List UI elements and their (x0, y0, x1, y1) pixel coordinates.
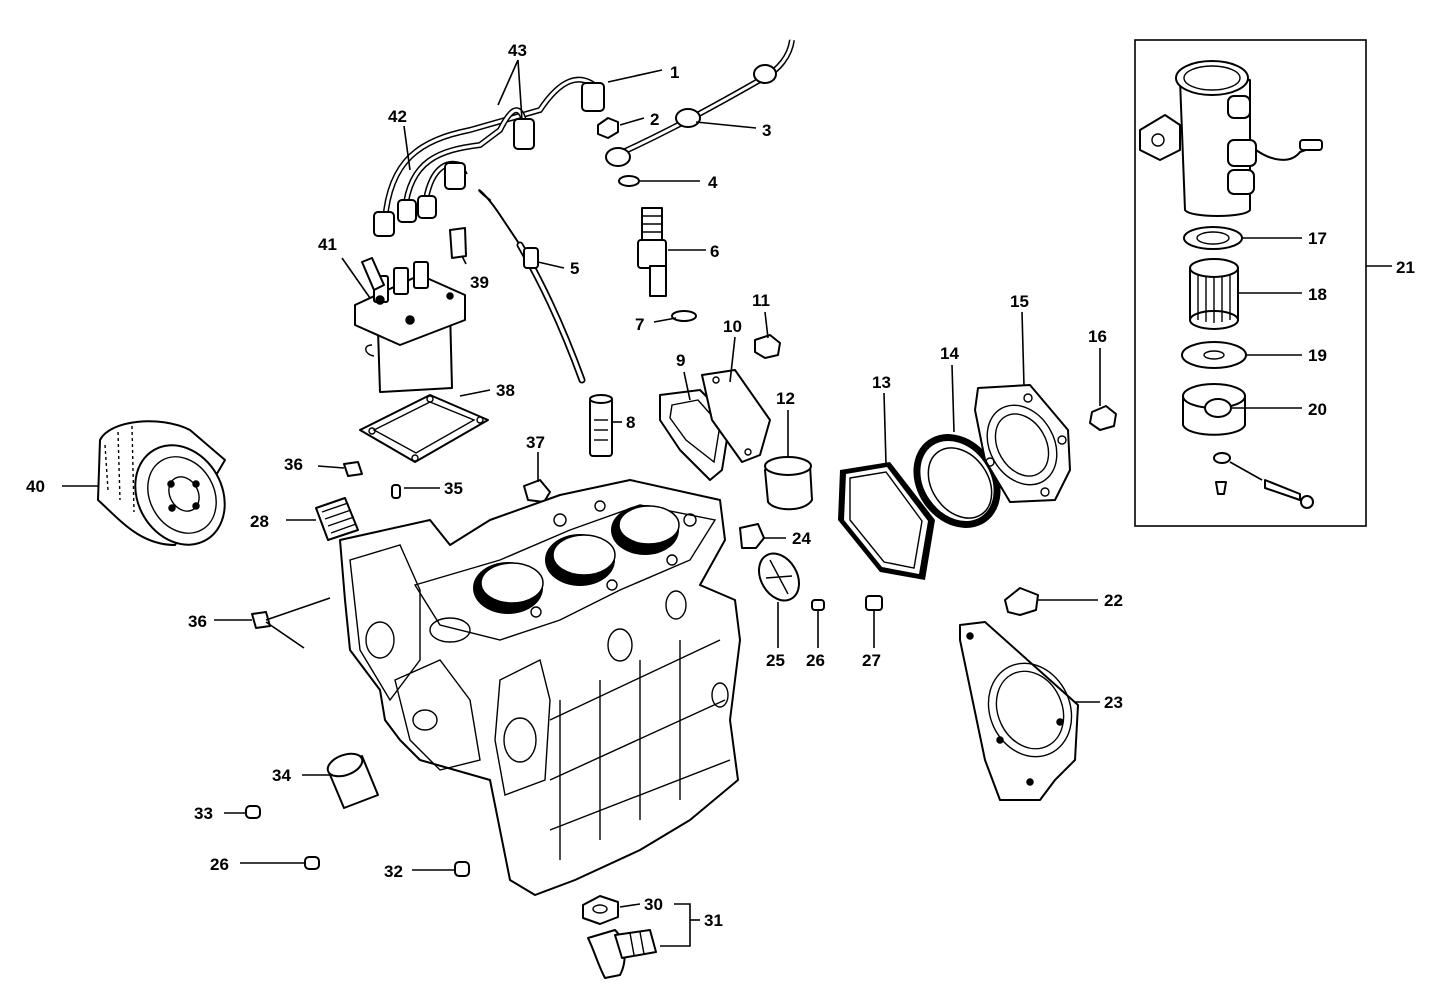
callout-labels: 1 2 3 4 5 6 7 8 9 10 11 12 13 14 15 16 1… (26, 41, 1415, 930)
callout-37: 37 (526, 433, 545, 452)
elbow-31 (587, 929, 657, 979)
callout-17: 17 (1308, 229, 1327, 248)
leader-lines (62, 59, 1392, 947)
callout-5: 5 (570, 259, 579, 278)
cover-plate-23 (959, 621, 1079, 801)
gasket-9-inner (669, 399, 721, 464)
filter-element-18 (1189, 258, 1239, 330)
cylinder-block (339, 479, 741, 896)
callout-36a: 36 (284, 455, 303, 474)
oil-filter-40 (97, 420, 226, 546)
filter-cover-20 (1182, 383, 1246, 436)
callout-8: 8 (626, 413, 635, 432)
callout-24: 24 (792, 529, 811, 548)
callout-40: 40 (26, 477, 45, 496)
callout-13: 13 (872, 373, 891, 392)
callout-7: 7 (635, 315, 644, 334)
callout-3: 3 (762, 121, 771, 140)
callout-18: 18 (1308, 285, 1327, 304)
injection-pump (354, 257, 466, 393)
callout-22: 22 (1104, 591, 1123, 610)
callout-25: 25 (766, 651, 785, 670)
plug-24 (739, 523, 765, 549)
callout-23: 23 (1104, 693, 1123, 712)
callout-42: 42 (388, 107, 407, 126)
washer-7 (671, 310, 697, 322)
callout-39: 39 (470, 273, 489, 292)
bolt-39 (449, 227, 467, 259)
callout-10: 10 (723, 317, 742, 336)
plug-26a (811, 599, 825, 611)
injector-nozzle (637, 207, 667, 297)
dipstick (478, 189, 586, 384)
plug-37 (523, 479, 551, 503)
callout-43: 43 (508, 41, 527, 60)
plug-35 (391, 484, 401, 499)
plug-32 (454, 861, 470, 877)
bolt-11 (754, 334, 781, 359)
callout-19: 19 (1308, 346, 1327, 365)
callout-28: 28 (250, 512, 269, 531)
fuel-pump-small-parts (1213, 452, 1314, 509)
callout-38: 38 (496, 381, 515, 400)
callout-12: 12 (776, 389, 795, 408)
gasket-38 (359, 394, 489, 463)
callout-15: 15 (1010, 292, 1029, 311)
nut-2 (597, 117, 619, 139)
gasket-19 (1181, 341, 1247, 369)
callout-20: 20 (1308, 400, 1327, 419)
callout-35: 35 (444, 479, 463, 498)
callout-36b: 36 (188, 612, 207, 631)
oil-seal-14 (913, 434, 1001, 528)
callout-11: 11 (752, 291, 770, 310)
cover-10 (701, 369, 771, 463)
callout-33: 33 (194, 804, 213, 823)
callout-31: 31 (704, 911, 723, 930)
seal-retainer-15 (974, 384, 1071, 503)
callout-32: 32 (384, 862, 403, 881)
callout-2: 2 (650, 110, 659, 129)
callout-34: 34 (272, 766, 291, 785)
callout-6: 6 (710, 242, 719, 261)
bolt-16 (1089, 405, 1117, 431)
gasket-17 (1183, 226, 1243, 250)
injection-pipes (373, 76, 605, 237)
plug-25 (758, 552, 800, 602)
callout-9: 9 (676, 351, 685, 370)
callout-26b: 26 (210, 855, 229, 874)
plug-27 (865, 595, 883, 611)
washer-4 (618, 175, 640, 187)
callout-14: 14 (940, 344, 959, 363)
callout-4: 4 (708, 173, 718, 192)
plug-36b (251, 611, 271, 629)
plug-28 (315, 497, 359, 541)
callout-27: 27 (862, 651, 881, 670)
callout-41: 41 (318, 235, 337, 254)
plug-26b (304, 856, 320, 870)
callout-16: 16 (1088, 327, 1107, 346)
nut-30 (582, 895, 619, 925)
cover-hole (744, 448, 752, 456)
callout-30: 30 (644, 895, 663, 914)
plug-36a (343, 461, 363, 477)
fuel-pump-group-box (1134, 39, 1367, 527)
dipstick-guide (589, 394, 613, 457)
plug-33 (245, 805, 261, 819)
gasket-13 (838, 462, 935, 580)
sleeve-34 (326, 752, 379, 809)
fuel-pump (1139, 60, 1323, 217)
leak-off-pipe (605, 39, 795, 167)
callout-1: 1 (670, 63, 679, 82)
callout-26a: 26 (806, 651, 825, 670)
plug-12 (764, 456, 813, 511)
cover-hole (712, 376, 720, 384)
bolt-22 (1004, 587, 1039, 616)
callout-21: 21 (1396, 258, 1415, 277)
